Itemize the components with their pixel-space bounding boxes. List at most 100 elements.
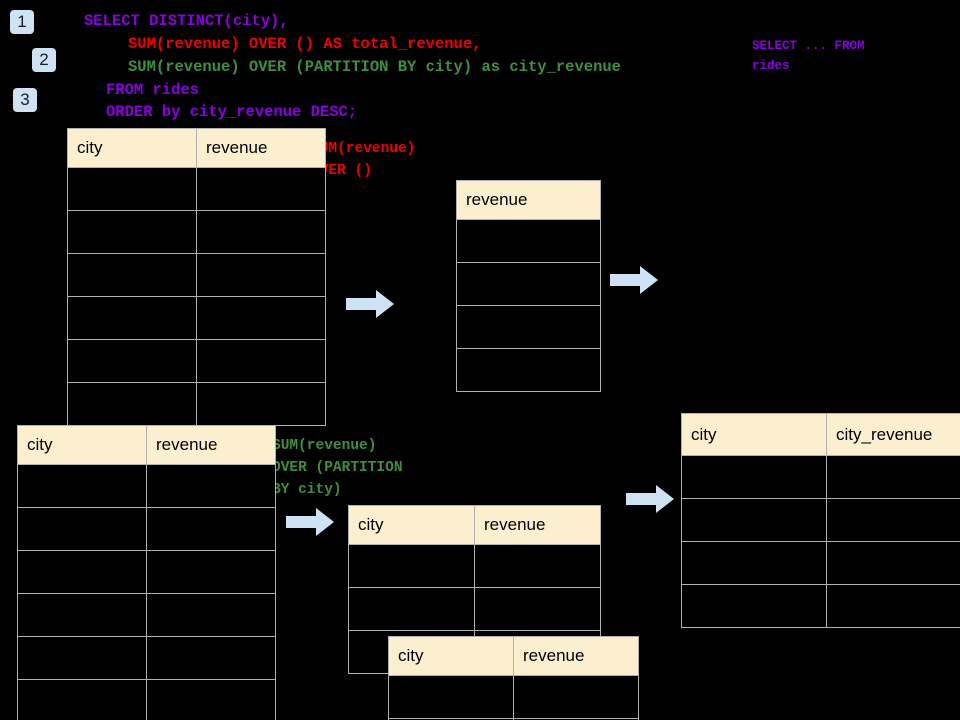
table-cell bbox=[146, 507, 276, 551]
table-cell bbox=[196, 253, 326, 297]
column-header-city: city bbox=[17, 425, 147, 465]
table-cell bbox=[348, 587, 475, 631]
column-header-city: city bbox=[67, 128, 197, 168]
table-cell bbox=[456, 305, 601, 349]
column-header-revenue: revenue bbox=[456, 180, 601, 220]
table-row bbox=[348, 544, 601, 588]
column-header-city: city bbox=[348, 505, 475, 545]
table-row bbox=[17, 550, 276, 594]
table-cell bbox=[826, 455, 960, 499]
table-row bbox=[388, 718, 639, 720]
arrow-source-to-total bbox=[346, 290, 394, 318]
column-header-revenue: revenue bbox=[196, 128, 326, 168]
table-total-revenue: revenue bbox=[456, 180, 601, 392]
table-source-top: city revenue bbox=[67, 128, 326, 426]
table-cell bbox=[474, 587, 601, 631]
table-header-row: city city_revenue bbox=[681, 413, 960, 456]
table-result: city city_revenue bbox=[681, 413, 960, 628]
table-row bbox=[681, 455, 960, 499]
table-row bbox=[67, 382, 326, 426]
table-header-row: city revenue bbox=[67, 128, 326, 168]
table-body bbox=[456, 219, 601, 392]
table-body bbox=[67, 167, 326, 426]
table-source-bottom: city revenue bbox=[17, 425, 276, 720]
table-cell bbox=[196, 210, 326, 254]
table-cell bbox=[196, 167, 326, 211]
table-header-row: city revenue bbox=[388, 636, 639, 676]
sql-line-from: FROM rides bbox=[106, 81, 200, 99]
table-row bbox=[456, 348, 601, 392]
table-row bbox=[388, 675, 639, 719]
table-cell bbox=[456, 348, 601, 392]
arrow-partition-to-result bbox=[626, 485, 674, 513]
table-row bbox=[456, 305, 601, 349]
table-row bbox=[67, 253, 326, 297]
table-cell bbox=[146, 679, 276, 720]
table-cell bbox=[67, 382, 197, 426]
table-cell bbox=[681, 498, 827, 542]
step-badge-1: 1 bbox=[10, 10, 34, 34]
table-cell bbox=[348, 544, 475, 588]
table-body bbox=[388, 675, 639, 720]
column-header-city: city bbox=[388, 636, 514, 676]
table-cell bbox=[67, 210, 197, 254]
step-badge-2: 2 bbox=[32, 48, 56, 72]
table-cell bbox=[67, 339, 197, 383]
arrow-total-to-result bbox=[610, 266, 658, 294]
table-header-row: city revenue bbox=[17, 425, 276, 465]
table-cell bbox=[513, 675, 639, 719]
table-cell bbox=[67, 167, 197, 211]
table-row bbox=[456, 262, 601, 306]
arrow-source-to-partition bbox=[286, 508, 334, 536]
table-cell bbox=[146, 464, 276, 508]
table-cell bbox=[681, 541, 827, 585]
table-cell bbox=[388, 675, 514, 719]
table-cell bbox=[67, 253, 197, 297]
table-cell bbox=[17, 593, 147, 637]
table-cell bbox=[17, 550, 147, 594]
table-cell bbox=[17, 464, 147, 508]
table-partition-front: city revenue bbox=[388, 636, 639, 720]
table-row bbox=[17, 679, 276, 720]
column-header-revenue: revenue bbox=[513, 636, 639, 676]
column-header-revenue: revenue bbox=[474, 505, 601, 545]
table-body bbox=[681, 455, 960, 628]
table-cell bbox=[196, 382, 326, 426]
annotation-total-revenue: SUM(revenue) OVER () bbox=[311, 141, 416, 179]
table-cell bbox=[826, 541, 960, 585]
table-cell bbox=[17, 679, 147, 720]
table-row bbox=[17, 507, 276, 551]
table-cell bbox=[456, 219, 601, 263]
column-header-revenue: revenue bbox=[146, 425, 276, 465]
table-cell bbox=[196, 296, 326, 340]
table-cell bbox=[67, 296, 197, 340]
table-body bbox=[17, 464, 276, 720]
sql-line-total-revenue: SUM(revenue) OVER () AS total_revenue, bbox=[128, 35, 482, 53]
table-row bbox=[681, 498, 960, 542]
table-row bbox=[348, 587, 601, 631]
table-cell bbox=[146, 593, 276, 637]
table-cell bbox=[513, 718, 639, 720]
table-row bbox=[681, 584, 960, 628]
column-header-city: city bbox=[681, 413, 827, 456]
sql-line-city-revenue: SUM(revenue) OVER (PARTITION BY city) as… bbox=[128, 58, 621, 76]
table-row bbox=[17, 636, 276, 680]
table-header-row: revenue bbox=[456, 180, 601, 220]
table-row bbox=[67, 167, 326, 211]
table-cell bbox=[17, 507, 147, 551]
table-cell bbox=[17, 636, 147, 680]
table-cell bbox=[826, 498, 960, 542]
table-row bbox=[67, 296, 326, 340]
column-header-city-revenue: city_revenue bbox=[826, 413, 960, 456]
table-row bbox=[67, 210, 326, 254]
table-row bbox=[456, 219, 601, 263]
sidenote-select-from-rides: SELECT ... FROM rides bbox=[752, 39, 865, 73]
table-row bbox=[681, 541, 960, 585]
table-header-row: city revenue bbox=[348, 505, 601, 545]
step-badge-3: 3 bbox=[13, 88, 37, 112]
annotation-city-revenue: SUM(revenue) OVER (PARTITION BY city) bbox=[272, 438, 403, 498]
table-cell bbox=[681, 455, 827, 499]
sql-line-select: SELECT DISTINCT(city), bbox=[84, 12, 289, 30]
table-cell bbox=[826, 584, 960, 628]
